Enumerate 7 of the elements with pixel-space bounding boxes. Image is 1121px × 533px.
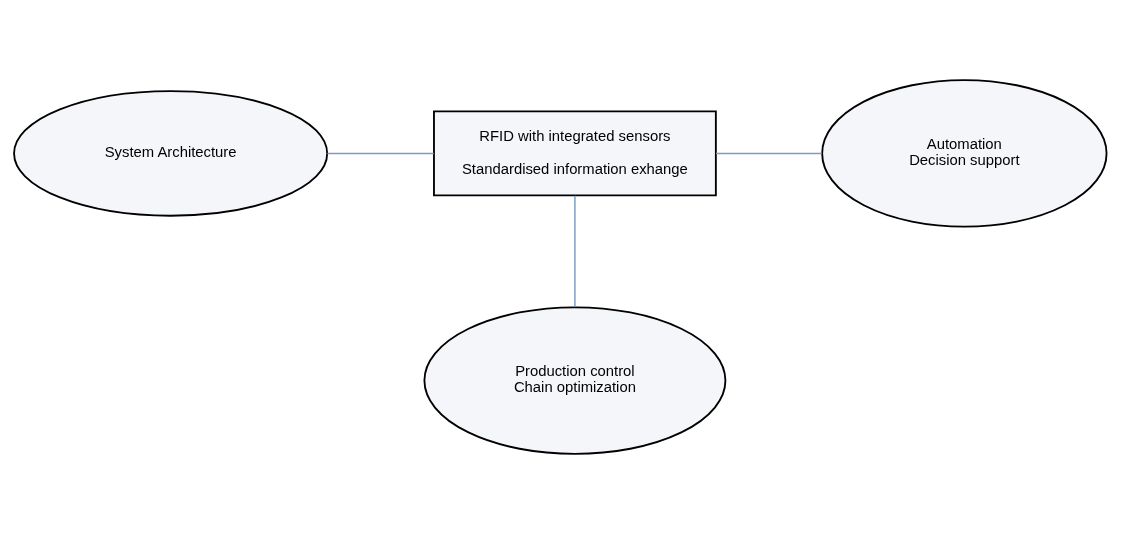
- node-ellipse: Production control Chain optimization: [423, 305, 727, 455]
- node-ellipse: Automation Decision support: [821, 78, 1108, 228]
- node-box: RFID with integrated sensors Standardised information exhange: [433, 109, 717, 196]
- connector: [715, 152, 823, 154]
- connector: [574, 194, 576, 308]
- connector: [326, 152, 435, 154]
- node-ellipse: System Architecture: [13, 89, 329, 217]
